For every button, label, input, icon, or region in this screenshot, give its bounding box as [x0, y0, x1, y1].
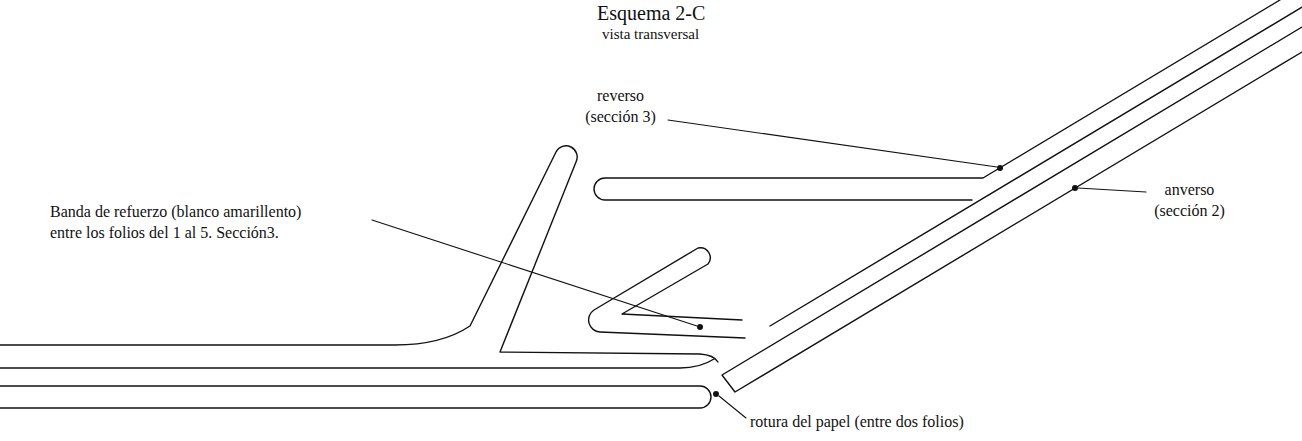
section-label: anverso (sección 2)	[1152, 180, 1227, 222]
leader-line	[719, 396, 746, 418]
reverso-sheet	[594, 0, 1280, 200]
reinforcement-band	[589, 248, 745, 338]
leader-line	[1078, 188, 1146, 192]
leader-dot	[713, 391, 719, 397]
leader-dot	[697, 324, 703, 330]
leader-line	[372, 220, 697, 326]
section-label: reverso (sección 3)	[583, 86, 658, 128]
diagram-subtitle: vista transversal	[602, 25, 699, 45]
leader-line	[668, 120, 997, 167]
leader-dot	[1072, 185, 1078, 191]
tear-note: rotura del papel (entre dos folios)	[750, 412, 964, 433]
diagram-title: Esquema 2-C	[597, 0, 705, 26]
horizontal-layer	[0, 359, 714, 368]
torn-sheet-end	[0, 386, 711, 408]
band-note: Banda de refuerzo (blanco amarillento) e…	[50, 202, 306, 244]
reverso-sheet	[770, 7, 1302, 326]
anverso-sheet	[722, 27, 1302, 392]
leader-dot	[997, 165, 1003, 171]
